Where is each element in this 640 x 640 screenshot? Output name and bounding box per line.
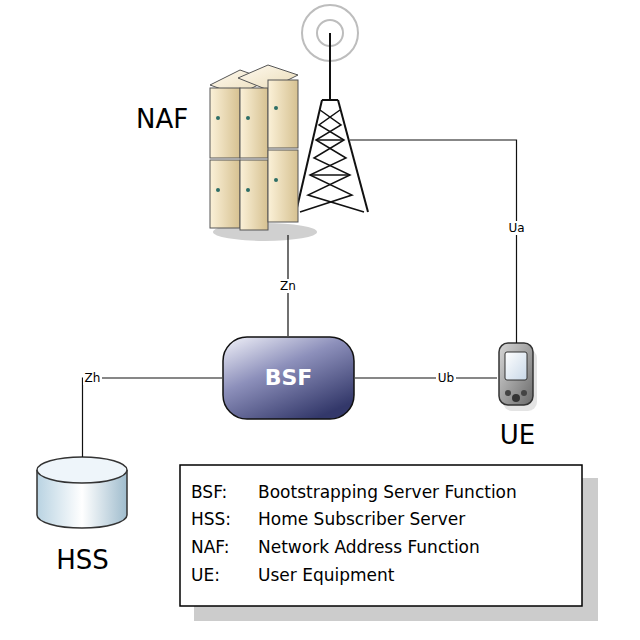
database-cylinder [37, 457, 127, 528]
connector-line [83, 378, 223, 457]
interface-label: Zn [278, 279, 298, 293]
server-tower: NAF [130, 0, 380, 235]
server-stack [210, 65, 317, 241]
interface-label: Ua [506, 221, 526, 235]
interface-label: Zh [83, 371, 103, 385]
mobile-phone [499, 343, 537, 411]
legend-definition: Bootstrapping Server Function [258, 484, 517, 501]
legend-definition: User Equipment [258, 567, 394, 584]
legend-definition: Network Address Function [258, 539, 480, 556]
node-label: HSS [56, 547, 109, 573]
connector-line [355, 378, 497, 379]
node-label: BSF [265, 367, 313, 389]
legend-definition: Home Subscriber Server [258, 511, 465, 528]
legend-abbreviation: HSS: [191, 511, 231, 528]
legend-abbreviation: BSF: [191, 484, 227, 501]
legend-box [180, 465, 598, 621]
node-label: NAF [136, 106, 188, 132]
interface-label: Ub [436, 371, 456, 385]
legend-abbreviation: NAF: [191, 539, 230, 556]
legend-abbreviation: UE: [191, 567, 220, 584]
device-node: UE [490, 335, 545, 450]
radio-tower [296, 33, 368, 212]
database-node: HSS [30, 455, 135, 575]
connector-line [350, 140, 517, 343]
node-label: UE [500, 422, 535, 448]
process-box: BSF [222, 336, 355, 420]
